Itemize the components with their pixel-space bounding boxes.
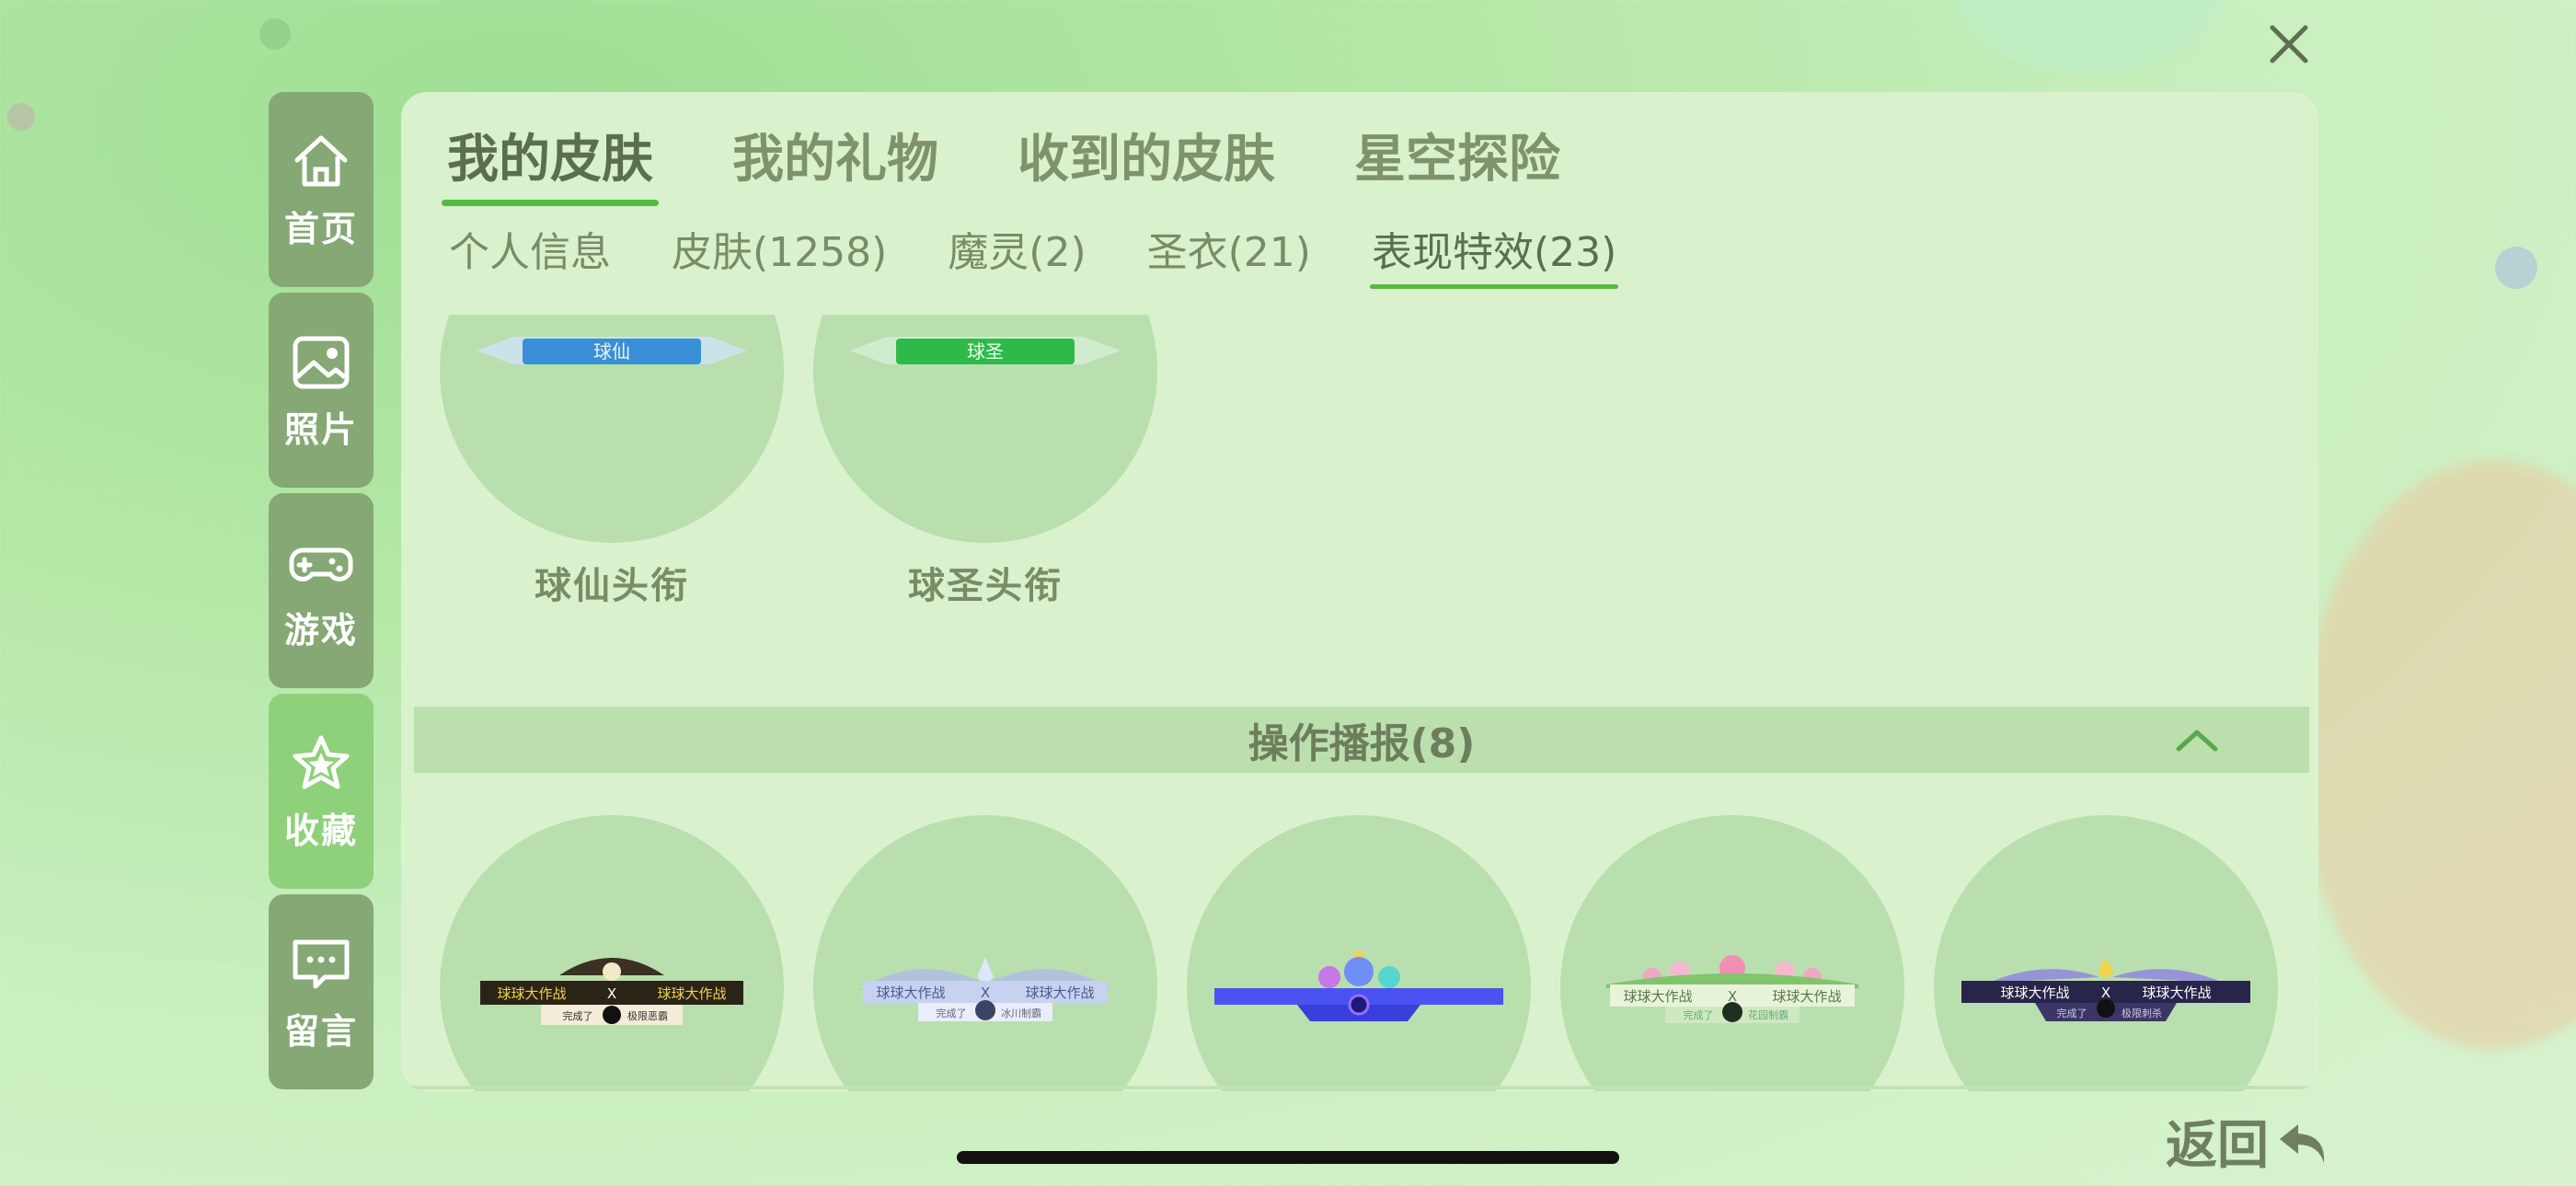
svg-text:冰川制霸: 冰川制霸 <box>1001 1008 1041 1019</box>
item-name: 球仙头衔 <box>535 565 689 607</box>
svg-text:球球大作战: 球球大作战 <box>497 985 566 1002</box>
title-badge-image: 球圣 <box>850 337 1121 364</box>
tab-skins[interactable]: 皮肤(1258) <box>672 229 888 276</box>
sidebar-item-games[interactable]: 游戏 <box>269 493 374 688</box>
sidebar: 首页 照片 游戏 收藏 留言 <box>269 92 374 1095</box>
svg-text:球球大作战: 球球大作战 <box>2142 984 2211 1001</box>
sidebar-item-label: 游戏 <box>283 609 358 651</box>
section-header-broadcast[interactable]: 操作播报(8) <box>414 707 2309 773</box>
broadcast-banner-image: 球球大作战 X 球球大作战 完成了 冰川制霸 <box>859 957 1111 1021</box>
svg-text:极限刺杀: 极限刺杀 <box>2122 1007 2162 1019</box>
tab-my-skins[interactable]: 我的皮肤 <box>442 114 659 206</box>
chevron-up-icon[interactable] <box>2175 723 2219 756</box>
sidebar-item-label: 留言 <box>283 1010 358 1052</box>
list-divider <box>410 1086 2311 1089</box>
tab-received-skins[interactable]: 收到的皮肤 <box>1018 130 1275 190</box>
title-item-qiuxian[interactable]: 球仙 球仙头衔 <box>440 315 784 609</box>
background-orange-bubble <box>2300 460 2576 1049</box>
background-dot <box>259 18 291 50</box>
svg-text:球球大作战: 球球大作战 <box>1623 988 1692 1005</box>
item-thumbnail: 球球大作战 X 球球大作战 完成了 极限刺杀 <box>1934 815 2278 1091</box>
svg-text:球球大作战: 球球大作战 <box>2000 984 2069 1001</box>
sidebar-item-favorites[interactable]: 收藏 <box>269 694 374 889</box>
photo-icon <box>288 329 354 396</box>
back-label: 返回 <box>2166 1116 2269 1176</box>
sidebar-item-label: 收藏 <box>283 810 358 851</box>
svg-text:极限恶霸: 极限恶霸 <box>627 1009 668 1022</box>
svg-text:完成了: 完成了 <box>2057 1007 2087 1019</box>
home-icon <box>288 129 354 195</box>
main-tabs: 我的皮肤 我的礼物 收到的皮肤 星空探险 <box>442 114 1639 206</box>
section-title: 操作播报(8) <box>1248 720 1476 767</box>
sidebar-item-messages[interactable]: 留言 <box>269 894 374 1089</box>
tab-spirits[interactable]: 魔灵(2) <box>948 229 1087 276</box>
back-button[interactable]: 返回 <box>2166 1104 2329 1179</box>
item-thumbnail: 球圣 <box>813 315 1157 543</box>
svg-text:完成了: 完成了 <box>937 1007 967 1019</box>
broadcast-item-4[interactable]: 球球大作战 X 球球大作战 完成了 花园制霸 <box>1560 815 1904 1091</box>
svg-text:球球大作战: 球球大作战 <box>1772 988 1841 1005</box>
effects-grid: 球仙 球仙头衔 球圣 球圣头衔 操作播报(8) <box>401 315 2318 1091</box>
svg-text:X: X <box>2101 984 2110 1001</box>
svg-text:球球大作战: 球球大作战 <box>1025 984 1094 1001</box>
title-badge-image: 球仙 <box>477 337 747 364</box>
background-dot <box>7 103 35 131</box>
tab-my-gifts[interactable]: 我的礼物 <box>732 130 938 190</box>
item-thumbnail: 球球大作战 X 球球大作战 完成了 冰川制霸 <box>813 815 1157 1091</box>
sidebar-item-home[interactable]: 首页 <box>269 92 374 287</box>
svg-text:球仙: 球仙 <box>593 340 630 363</box>
svg-text:完成了: 完成了 <box>1684 1008 1714 1021</box>
item-thumbnail: 球仙 <box>440 315 784 543</box>
svg-text:X: X <box>607 985 616 1002</box>
gamepad-icon <box>288 530 354 596</box>
background-dot <box>2495 247 2537 289</box>
svg-text:花园制霸: 花园制霸 <box>1748 1009 1788 1021</box>
sub-tabs: 个人信息 皮肤(1258) 魔灵(2) 圣衣(21) 表现特效(23) <box>449 219 1677 289</box>
broadcast-banner-image <box>1214 950 1503 1021</box>
broadcast-item-3[interactable] <box>1187 815 1531 1091</box>
back-arrow-icon <box>2280 1123 2325 1163</box>
tab-effects[interactable]: 表现特效(23) <box>1369 219 1619 289</box>
broadcast-banner-image: 球球大作战 X 球球大作战 完成了 花园制霸 <box>1606 955 1858 1023</box>
broadcast-item-2[interactable]: 球球大作战 X 球球大作战 完成了 冰川制霸 <box>813 815 1157 1091</box>
tab-armor[interactable]: 圣衣(21) <box>1146 229 1311 276</box>
broadcast-item-5[interactable]: 球球大作战 X 球球大作战 完成了 极限刺杀 <box>1934 815 2278 1091</box>
broadcast-item-1[interactable]: 球球大作战 X 球球大作战 完成了 极限恶霸 <box>440 815 784 1091</box>
message-icon <box>288 931 354 997</box>
close-button[interactable] <box>2263 18 2315 70</box>
sidebar-item-photo[interactable]: 照片 <box>269 293 374 488</box>
home-indicator-bar[interactable] <box>957 1151 1619 1164</box>
broadcast-banner-image: 球球大作战 X 球球大作战 完成了 极限恶霸 <box>480 958 743 1025</box>
sidebar-item-label: 首页 <box>283 208 358 249</box>
background-glow-bubble <box>1950 0 2226 74</box>
tab-personal-info[interactable]: 个人信息 <box>449 229 611 276</box>
title-item-qiusheng[interactable]: 球圣 球圣头衔 <box>813 315 1157 609</box>
broadcast-banner-image: 球球大作战 X 球球大作战 完成了 极限刺杀 <box>1961 959 2250 1021</box>
item-name: 球圣头衔 <box>908 565 1063 607</box>
svg-text:X: X <box>1728 988 1737 1005</box>
svg-text:球球大作战: 球球大作战 <box>876 984 945 1001</box>
collection-panel: 我的皮肤 我的礼物 收到的皮肤 星空探险 个人信息 皮肤(1258) 魔灵(2)… <box>401 92 2318 1091</box>
item-thumbnail <box>1187 815 1531 1091</box>
sidebar-item-label: 照片 <box>283 409 358 450</box>
tab-star-adventure[interactable]: 星空探险 <box>1354 130 1560 190</box>
star-icon <box>288 731 354 797</box>
svg-text:球圣: 球圣 <box>967 340 1004 363</box>
svg-text:X: X <box>981 984 990 1001</box>
item-thumbnail: 球球大作战 X 球球大作战 完成了 极限恶霸 <box>440 815 784 1091</box>
close-icon <box>2270 25 2308 63</box>
svg-text:球球大作战: 球球大作战 <box>657 985 726 1002</box>
svg-text:完成了: 完成了 <box>563 1009 593 1022</box>
item-thumbnail: 球球大作战 X 球球大作战 完成了 花园制霸 <box>1560 815 1904 1091</box>
